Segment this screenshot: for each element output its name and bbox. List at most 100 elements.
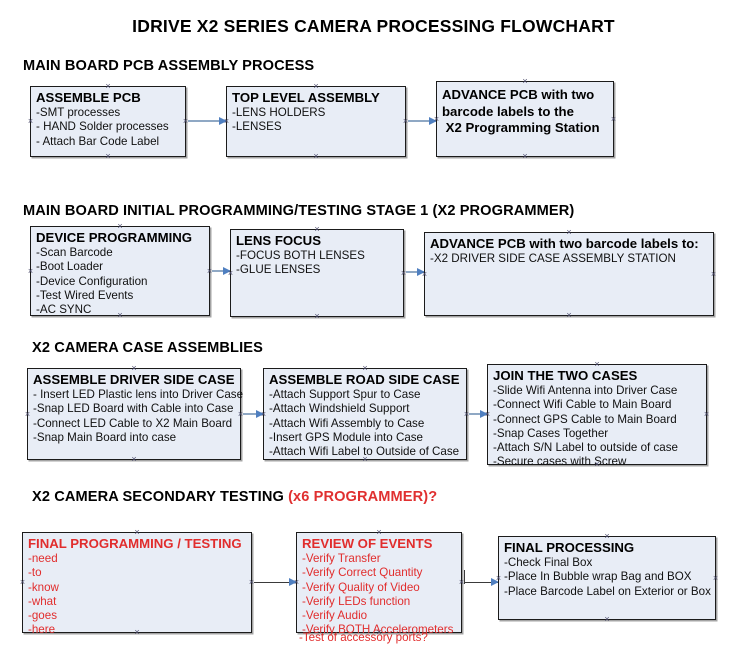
node-line: -X2 DRIVER SIDE CASE ASSEMBLY STATION [430, 252, 676, 265]
node-line: -FOCUS BOTH LENSES [236, 249, 365, 262]
node-final-processing[interactable]: FINAL PROCESSING -Check Final Box -Place… [498, 536, 716, 620]
node-line: -Connect GPS Cable to Main Board [493, 412, 677, 426]
section-heading-text: X2 CAMERA CASE ASSEMBLIES [32, 340, 263, 356]
node-line: -goes [28, 609, 58, 623]
connector-handle-top[interactable] [594, 361, 601, 368]
section-heading-main-board-initial-programming: MAIN BOARD INITIAL PROGRAMMING/TESTING S… [23, 203, 574, 219]
connector-handle-right[interactable] [610, 116, 617, 123]
section-heading-text: MAIN BOARD INITIAL PROGRAMMING/TESTING S… [23, 203, 575, 219]
connector-handle-top[interactable] [314, 226, 321, 233]
node-line: -Check Final Box [504, 556, 593, 569]
node-title: ASSEMBLE DRIVER SIDE CASE [33, 372, 235, 387]
node-line: -Connect LED Cable to X2 Main Board [33, 416, 233, 430]
node-line: -Verify Correct Quantity [302, 566, 423, 580]
node-line: -LENS HOLDERS [232, 106, 326, 119]
node-line: -what [28, 594, 57, 608]
connector-handle-top[interactable] [376, 529, 383, 536]
connector-handle-bottom[interactable] [522, 153, 529, 160]
section-heading-x2-camera-case-assemblies: X2 CAMERA CASE ASSEMBLIES [32, 340, 263, 356]
node-line: -AC SYNC [36, 303, 92, 317]
connector-handle-left[interactable] [27, 118, 34, 125]
node-line: -Attach Wifi Assembly to Case [269, 416, 425, 430]
connector-lens-focus-to-advance-pcb [406, 267, 425, 276]
node-line: - Insert LED Plastic lens into Driver Ca… [33, 388, 244, 401]
node-line: -Verify Audio [302, 609, 368, 623]
node-line: -Verify LEDs function [302, 594, 411, 608]
node-line: - Attach Bar Code Label [36, 134, 160, 148]
connector-handle-bottom[interactable] [105, 153, 112, 160]
node-title: TOP LEVEL ASSEMBLY [232, 90, 380, 105]
node-line: -Attach Wifi Label to Outside of Case [269, 445, 460, 459]
connector-handle-top[interactable] [131, 365, 138, 372]
connector-handle-top[interactable] [105, 83, 112, 90]
connector-handle-left[interactable] [24, 411, 31, 418]
section-heading-main-board-pcb-assembly: MAIN BOARD PCB ASSEMBLY PROCESS [23, 58, 314, 74]
connector-handle-top[interactable] [117, 223, 124, 230]
node-line: -Connect Wifi Cable to Main Board [493, 398, 672, 412]
node-line: -Slide Wifi Antenna into Driver Case [493, 384, 678, 397]
node-line: - HAND Solder processes [36, 120, 169, 134]
connector-handle-right[interactable] [703, 411, 710, 418]
connector-handle-top[interactable] [362, 365, 369, 372]
node-title: ASSEMBLE ROAD SIDE CASE [269, 372, 460, 387]
node-line: -Secure cases with Screw [493, 455, 627, 469]
connector-handle-top[interactable] [522, 78, 529, 85]
section-heading-accent: (x6 PROGRAMMER)? [288, 489, 438, 505]
connector-handle-left[interactable] [27, 268, 34, 275]
connector-handle-right[interactable] [710, 271, 717, 278]
node-line: -GLUE LENSES [236, 263, 321, 277]
node-line: -Place Barcode Label on Exterior or Box [504, 584, 711, 598]
connector-handle-bottom[interactable] [314, 313, 321, 320]
node-overflow-line-review-of-events: -Test of accessory ports? [299, 631, 428, 644]
node-title: ASSEMBLE PCB [36, 90, 141, 105]
connector-final-programming-to-review [254, 576, 297, 588]
connector-handle-bottom[interactable] [131, 456, 138, 463]
section-heading-x2-camera-secondary-testing: X2 CAMERA SECONDARY TESTING (x6 PROGRAMM… [32, 489, 437, 505]
node-device-programming[interactable]: DEVICE PROGRAMMING -Scan Barcode -Boot L… [30, 226, 210, 316]
node-line: -Snap Main Board into case [33, 430, 177, 444]
connector-handle-bottom[interactable] [604, 616, 611, 623]
node-line: -LENSES [232, 120, 282, 134]
node-final-programming-testing[interactable]: FINAL PROGRAMMING / TESTING -need -to -k… [19, 529, 252, 636]
connector-review-to-final-processing [464, 576, 499, 588]
connector-assemble-pcb-to-top-level [188, 116, 227, 125]
node-join-the-two-cases[interactable]: JOIN THE TWO CASES -Slide Wifi Antenna i… [487, 361, 710, 468]
node-line: -here [28, 623, 56, 637]
connector-handle-top[interactable] [566, 229, 573, 236]
node-line: -Verify BOTH Accelerometers [302, 623, 454, 637]
connector-handle-bottom[interactable] [566, 312, 573, 319]
connector-driver-side-to-road-side [243, 409, 264, 418]
page-title: IDRIVE X2 SERIES CAMERA PROCESSING FLOWC… [132, 16, 615, 36]
node-title: JOIN THE TWO CASES [493, 368, 638, 383]
connector-handle-top[interactable] [134, 529, 141, 536]
node-title: FINAL PROGRAMMING / TESTING [28, 536, 242, 551]
node-advance-pcb-programming-station[interactable]: ADVANCE PCB with two barcode labels to t… [436, 81, 614, 157]
node-line: -Verify Quality of Video [302, 580, 420, 594]
node-title: ADVANCE PCB with two barcode labels to t… [442, 87, 600, 135]
node-line: -Place In Bubble wrap Bag and BOX [504, 570, 692, 584]
node-advance-pcb-driver-side-case[interactable]: ADVANCE PCB with two barcode labels to: … [424, 232, 714, 316]
connector-handle-right[interactable] [712, 575, 719, 582]
node-line: -Attach Support Spur to Case [269, 388, 421, 401]
node-assemble-road-side-case[interactable]: ASSEMBLE ROAD SIDE CASE -Attach Support … [263, 368, 467, 460]
node-review-of-events[interactable]: REVIEW OF EVENTS -Verify Transfer -Verif… [296, 529, 462, 636]
connector-vertical-segment [464, 570, 466, 584]
node-line: -Scan Barcode [36, 246, 113, 259]
node-line: -Attach Windshield Support [269, 402, 410, 416]
connector-road-side-to-join-cases [469, 409, 488, 418]
node-line: -Test Wired Events [36, 288, 134, 302]
section-heading-text: X2 CAMERA SECONDARY TESTING [32, 489, 289, 505]
node-lens-focus[interactable]: LENS FOCUS -FOCUS BOTH LENSES -GLUE LENS… [230, 229, 404, 317]
connector-handle-bottom[interactable] [313, 153, 320, 160]
connector-device-programming-to-lens-focus [212, 266, 231, 275]
node-line: -know [28, 580, 59, 594]
connector-handle-top[interactable] [313, 83, 320, 90]
node-title: LENS FOCUS [236, 233, 321, 248]
node-assemble-pcb[interactable]: ASSEMBLE PCB -SMT processes - HAND Solde… [30, 86, 186, 157]
connector-handle-top[interactable] [604, 533, 611, 540]
node-top-level-assembly[interactable]: TOP LEVEL ASSEMBLY -LENS HOLDERS -LENSES [226, 86, 406, 157]
node-line: -Device Configuration [36, 274, 148, 288]
node-assemble-driver-side-case[interactable]: ASSEMBLE DRIVER SIDE CASE - Insert LED P… [24, 365, 244, 463]
connector-top-level-to-advance-pcb [408, 116, 437, 125]
connector-handle-left[interactable] [19, 579, 26, 586]
